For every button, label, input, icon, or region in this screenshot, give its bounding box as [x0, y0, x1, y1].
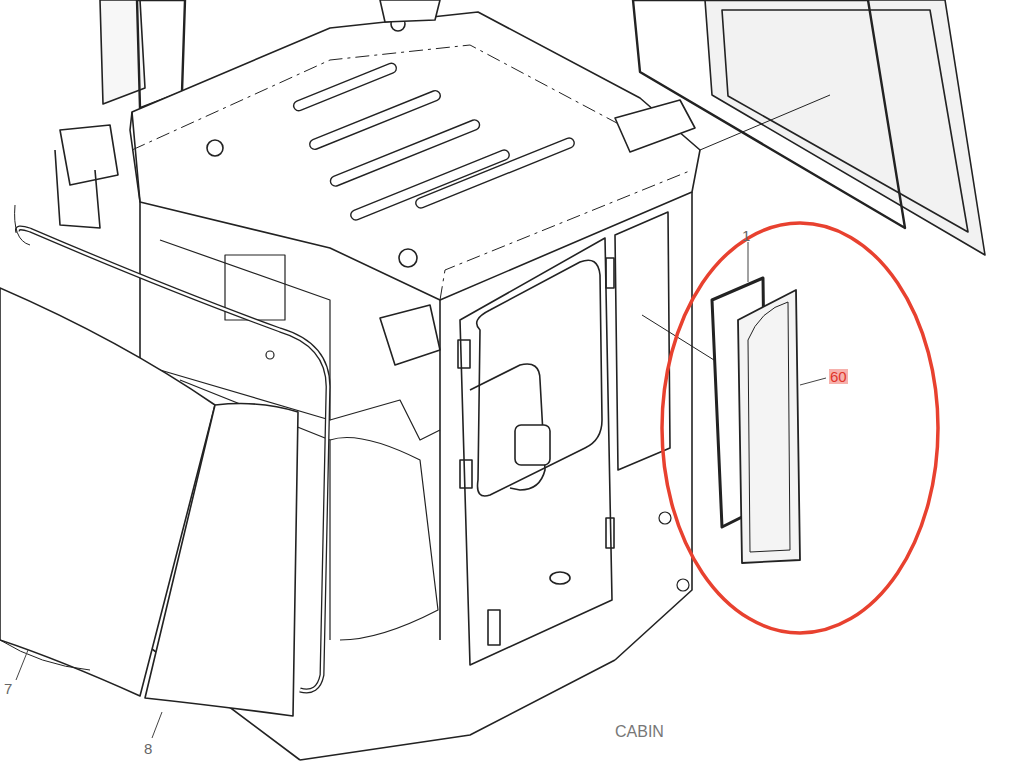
callout-number: 8	[144, 741, 152, 756]
callout-number: 60	[829, 369, 848, 384]
callout-number: 7	[4, 681, 12, 696]
section-title: CABIN	[615, 724, 664, 740]
callout-number: 1	[742, 228, 750, 243]
